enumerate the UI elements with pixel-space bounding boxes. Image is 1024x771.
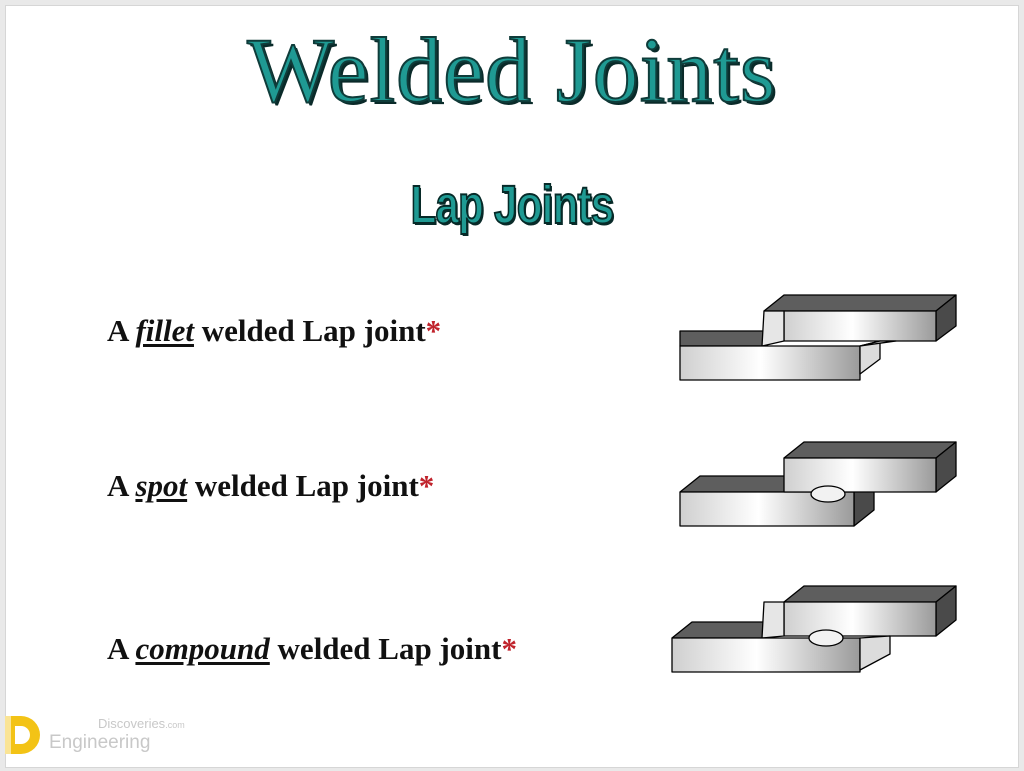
list-item-compound: A compound welded Lap joint* — [107, 633, 517, 664]
asterisk-mark: * — [418, 468, 435, 503]
spot-lap-joint-icon — [679, 441, 957, 527]
item-prefix: A — [107, 631, 136, 666]
page-title: Welded Joints — [246, 19, 777, 121]
asterisk-mark: * — [501, 631, 517, 666]
watermark-brand-bottom: Engineering — [49, 732, 151, 753]
compound-lap-joint-icon — [671, 585, 957, 673]
item-prefix: A — [107, 313, 136, 348]
slide: Welded Joints Lap Joints A fillet welded… — [5, 5, 1019, 768]
item-suffix: welded Lap joint — [269, 631, 502, 666]
fillet-lap-joint-icon — [679, 294, 957, 381]
section-subtitle: Lap Joints — [410, 175, 615, 235]
list-item-fillet: A fillet welded Lap joint* — [107, 315, 441, 346]
item-suffix: welded Lap joint — [187, 468, 419, 503]
asterisk-mark: * — [425, 313, 442, 348]
item-keyword: compound — [135, 631, 270, 666]
item-keyword: spot — [135, 468, 188, 503]
item-prefix: A — [107, 468, 136, 503]
item-suffix: welded Lap joint — [193, 313, 426, 348]
watermark-brand-top: Discoveries.com — [98, 716, 185, 731]
item-keyword: fillet — [135, 313, 194, 348]
list-item-spot: A spot welded Lap joint* — [107, 470, 434, 501]
watermark-logo: Discoveries.com Engineering — [3, 712, 223, 758]
engineering-discoveries-logo-icon — [5, 716, 40, 754]
